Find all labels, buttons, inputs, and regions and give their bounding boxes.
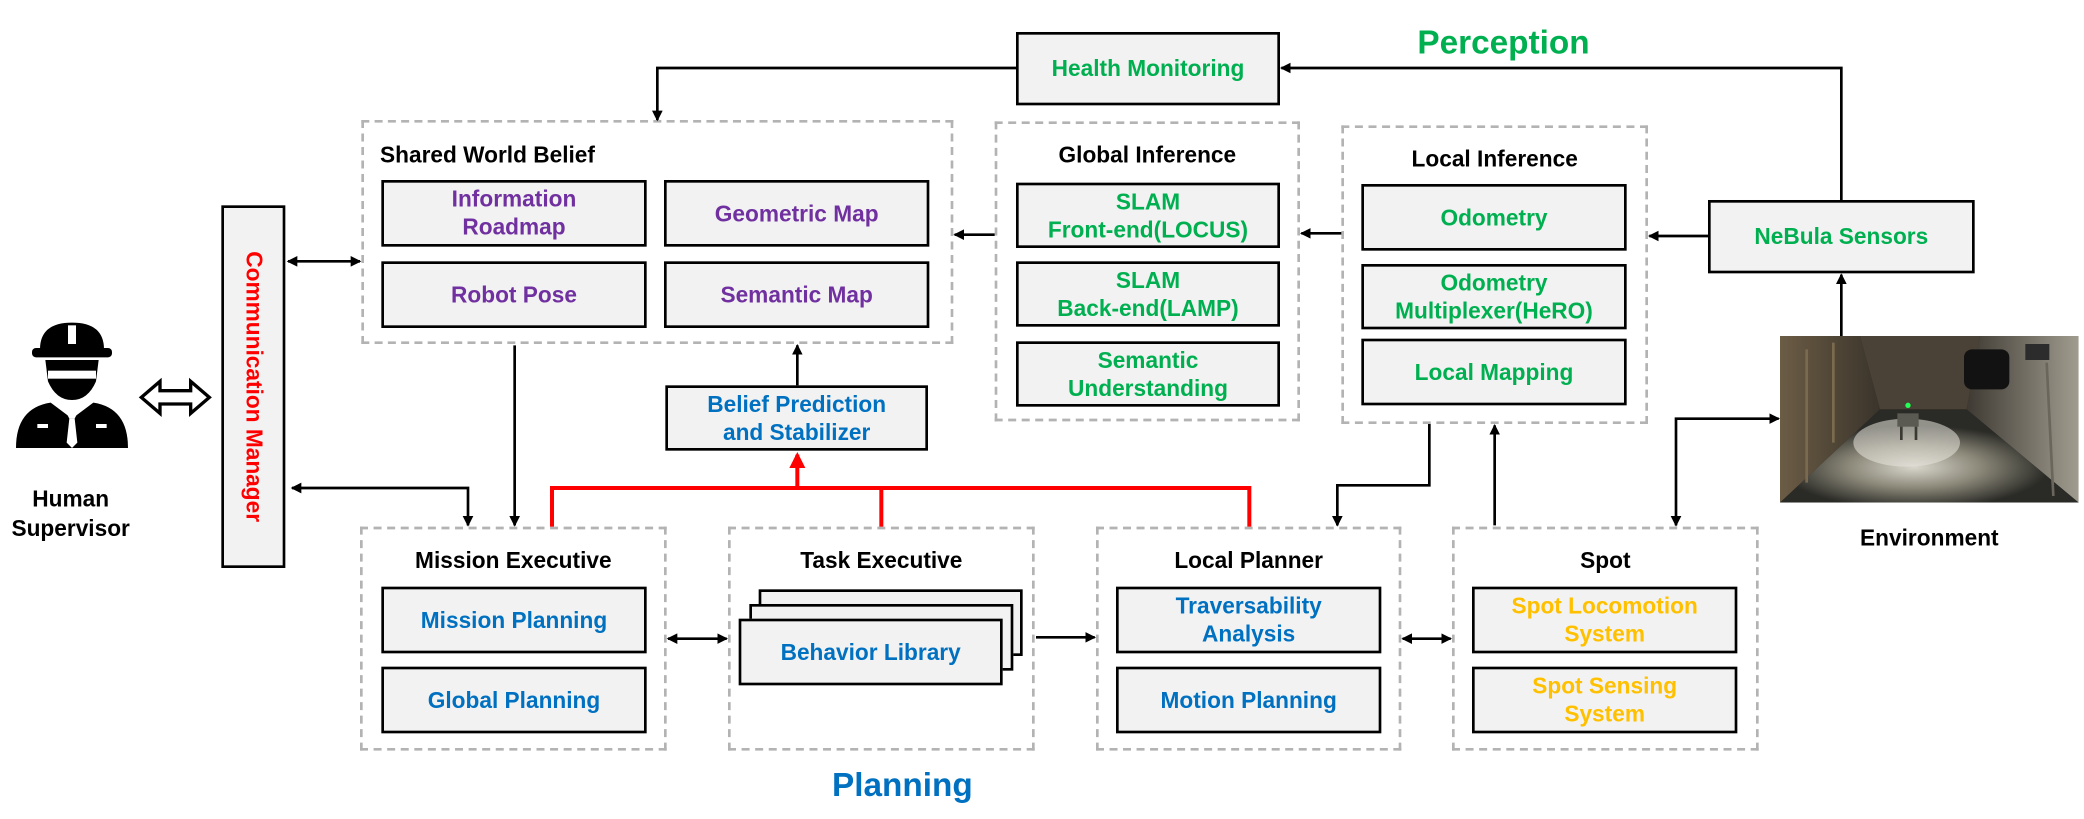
arrow-spot-environment	[1670, 413, 1780, 527]
mission-planning-box: Mission Planning	[381, 586, 647, 654]
arrow-health-to-belief	[651, 66, 1016, 122]
traversability-box: Traversability Analysis	[1115, 586, 1382, 654]
task-executive-group	[727, 526, 1035, 751]
spot-locomotion-box: Spot Locomotion System	[1471, 586, 1738, 654]
robot-pose-box: Robot Pose	[381, 261, 647, 328]
local-planner-group	[1095, 526, 1402, 751]
communication-manager-box: Communication Manager	[221, 205, 286, 568]
belief-prediction-box: Belief Prediction and Stabilizer	[665, 385, 928, 451]
local-inference-group	[1341, 125, 1648, 424]
information-roadmap-box: Information Roadmap	[381, 179, 647, 247]
global-inference-title: Global Inference	[1058, 142, 1237, 168]
spot-title: Spot	[1580, 547, 1631, 574]
mission-executive-group	[359, 526, 667, 751]
environment-image	[1779, 335, 2079, 503]
local-inference-title: Local Inference	[1411, 146, 1578, 172]
odometry-multiplexer-box: Odometry Multiplexer(HeRO)	[1361, 263, 1627, 330]
slam-frontend-box: SLAM Front-end(LOCUS)	[1015, 182, 1280, 248]
global-inference-group	[994, 121, 1300, 422]
planning-title: Planning	[831, 766, 973, 804]
feedback-lines	[549, 451, 1252, 527]
health-monitoring-box: Health Monitoring	[1015, 31, 1280, 106]
local-planner-title: Local Planner	[1174, 547, 1323, 574]
task-executive-title: Task Executive	[800, 547, 963, 574]
spot-group	[1451, 526, 1759, 751]
semantic-understanding-box: Semantic Understanding	[1015, 341, 1280, 407]
human-supervisor-label: Human Supervisor	[11, 486, 130, 542]
shared-world-belief-title: Shared World Belief	[379, 142, 595, 168]
odometry-box: Odometry	[1361, 183, 1627, 251]
human-supervisor-icon	[15, 322, 128, 448]
human-comm-double-arrow	[138, 377, 212, 417]
perception-title: Perception	[1417, 23, 1590, 62]
arrow-comm-mission	[290, 482, 474, 527]
spot-sensing-box: Spot Sensing System	[1471, 666, 1738, 734]
nebula-sensors-box: NeBula Sensors	[1707, 199, 1975, 274]
mission-executive-title: Mission Executive	[415, 547, 612, 574]
semantic-map-box: Semantic Map	[663, 261, 930, 328]
global-planning-box: Global Planning	[381, 666, 647, 734]
behavior-library-box: Behavior Library	[738, 618, 1003, 686]
arrow-local-inference-to-planner	[1331, 423, 1431, 527]
arrow-nebula-to-health	[1279, 62, 1843, 200]
local-mapping-box: Local Mapping	[1361, 338, 1627, 406]
motion-planning-box: Motion Planning	[1115, 666, 1382, 734]
slam-backend-box: SLAM Back-end(LAMP)	[1015, 261, 1280, 327]
red-feedback-bus	[549, 485, 1252, 527]
environment-photo	[1779, 335, 2079, 503]
geometric-map-box: Geometric Map	[663, 179, 930, 247]
environment-label: Environment	[1860, 525, 1999, 551]
